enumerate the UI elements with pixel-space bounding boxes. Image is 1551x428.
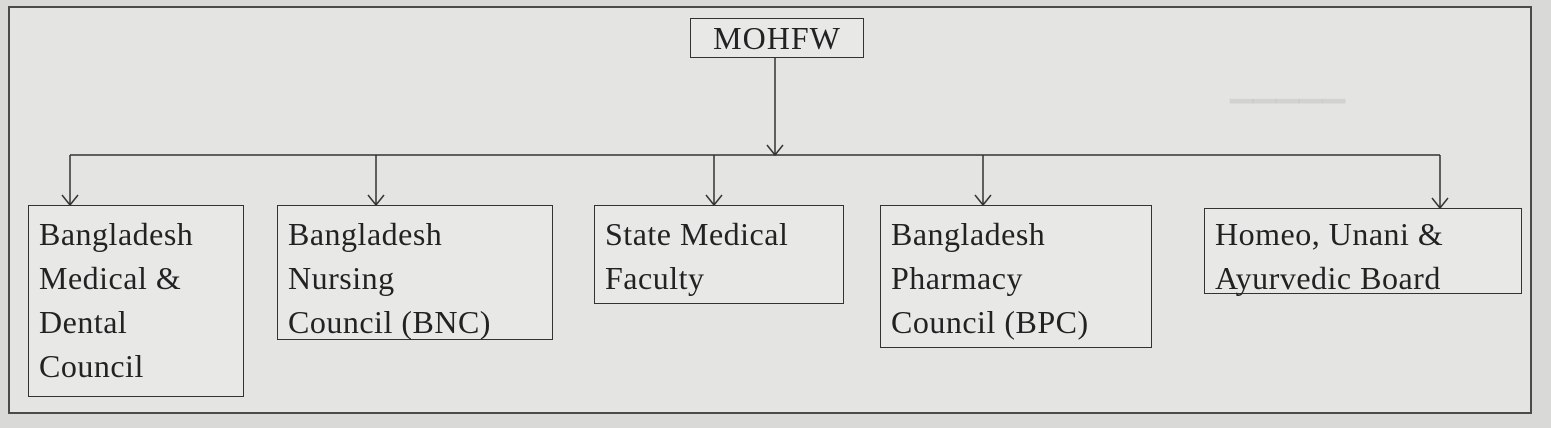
node-bmdc-line: Bangladesh <box>39 216 194 252</box>
node-bpc: Bangladesh Pharmacy Council (BPC) <box>880 205 1152 348</box>
node-huab-line: Ayurvedic Board <box>1215 260 1441 296</box>
node-smf-line: State Medical <box>605 216 789 252</box>
node-bnc-line: Bangladesh <box>288 216 443 252</box>
node-bnc: Bangladesh Nursing Council (BNC) <box>277 205 553 340</box>
node-state-medical-faculty: State Medical Faculty <box>594 205 844 304</box>
node-huab-line: Homeo, Unani & <box>1215 216 1444 252</box>
node-bmdc-line: Dental <box>39 304 128 340</box>
node-bnc-line: Council (BNC) <box>288 304 491 340</box>
node-mohfw: MOHFW <box>690 18 864 58</box>
node-smf-line: Faculty <box>605 260 705 296</box>
node-bpc-line: Council (BPC) <box>891 304 1089 340</box>
node-bmdc-line: Medical & <box>39 260 182 296</box>
node-bmdc-line: Council <box>39 348 144 384</box>
arrowhead-root <box>766 144 784 157</box>
node-bnc-line: Nursing <box>288 260 395 296</box>
node-bpc-line: Bangladesh <box>891 216 1046 252</box>
node-bpc-line: Pharmacy <box>891 260 1023 296</box>
node-bmdc: Bangladesh Medical & Dental Council <box>28 205 244 397</box>
node-mohfw-label: MOHFW <box>713 20 841 56</box>
node-homeo-unani-ayurvedic-board: Homeo, Unani & Ayurvedic Board <box>1204 208 1522 296</box>
